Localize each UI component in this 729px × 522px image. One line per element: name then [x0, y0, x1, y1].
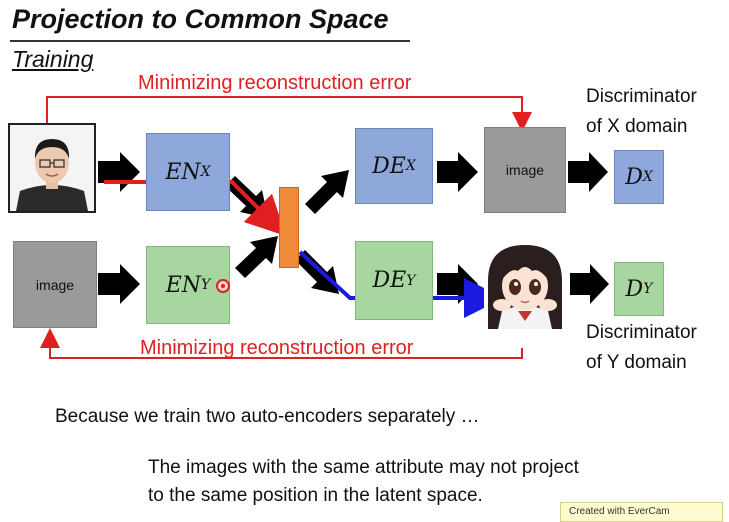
blue-path-y	[298, 250, 504, 318]
anime-illustration	[484, 241, 566, 329]
recon-arrow-top	[46, 96, 532, 132]
decoder-y-sub: Y	[406, 272, 416, 289]
recon-label-top: Minimizing reconstruction error	[138, 72, 412, 94]
disc-y-label: Discriminator of Y domain	[586, 318, 697, 378]
arrow-latent-to-dex	[305, 170, 349, 214]
encoder-y-sub: Y	[201, 277, 211, 293]
arrow-photo-to-enx	[98, 152, 140, 192]
discriminator-y-base: D	[625, 276, 644, 302]
disc-x-label: Discriminator of X domain	[586, 82, 697, 142]
decoder-x-base: DE	[372, 153, 406, 179]
recon-arrow-bottom	[40, 328, 523, 359]
encoder-x-base: EN	[165, 159, 201, 185]
latent-code	[279, 187, 299, 268]
disc-x-line1: Discriminator	[586, 86, 697, 107]
arrow-dex-to-image	[437, 152, 478, 192]
arrow-anime-to-dy	[570, 264, 609, 304]
disc-y-line1: Discriminator	[586, 322, 697, 343]
person-photo	[8, 123, 96, 213]
pointer-dot	[221, 284, 225, 288]
recon-label-bottom: Minimizing reconstruction error	[140, 337, 414, 359]
discriminator-x-sub: X	[642, 169, 653, 185]
note-line-2: The images with the same attribute may n…	[148, 457, 579, 478]
arrow-eny-to-latent	[235, 236, 278, 278]
decoder-x-sub: X	[405, 158, 416, 174]
page-title: Projection to Common Space	[12, 4, 389, 34]
subtitle: Training	[12, 46, 94, 72]
arrow-image-to-eny	[98, 264, 140, 304]
title-rule	[10, 40, 410, 42]
arrow-latent-to-dey	[295, 250, 339, 294]
discriminator-y-sub: Y	[643, 281, 653, 297]
pointer-icon	[216, 279, 230, 293]
note-line-3: to the same position in the latent space…	[148, 485, 483, 506]
output-image-x: image	[484, 127, 566, 213]
disc-x-line2: of X domain	[586, 116, 688, 137]
anime-image	[484, 241, 566, 329]
note-line-1: Because we train two auto-encoders separ…	[55, 406, 480, 427]
person-illustration	[10, 125, 94, 211]
input-image-y: image	[13, 241, 97, 328]
discriminator-x-base: D	[625, 164, 643, 190]
evercam-badge: Created with EverCam	[560, 502, 723, 522]
arrow-image-to-dx	[568, 152, 608, 192]
decoder-y-base: DE	[372, 268, 407, 293]
disc-y-line2: of Y domain	[586, 352, 687, 373]
encoder-x-sub: X	[200, 164, 211, 180]
encoder-y-base: EN	[165, 272, 202, 298]
